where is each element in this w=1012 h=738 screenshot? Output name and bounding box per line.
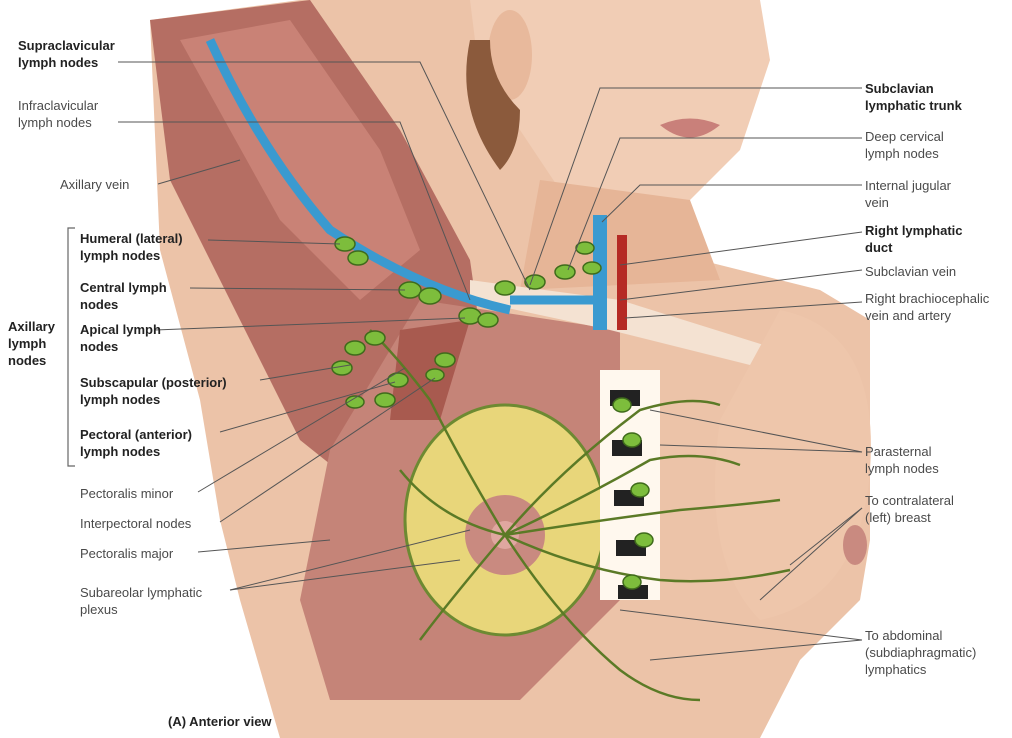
label-pectoral-nodes: Pectoral (anterior)lymph nodes	[80, 426, 192, 460]
label-interpectoral-nodes: Interpectoral nodes	[80, 515, 191, 532]
label-pectoralis-minor: Pectoralis minor	[80, 485, 173, 502]
label-humeral-nodes: Humeral (lateral)lymph nodes	[80, 230, 183, 264]
figure-caption: (A) Anterior view	[168, 714, 272, 729]
nipple-left	[843, 525, 867, 565]
label-subclavian-vein: Subclavian vein	[865, 263, 956, 280]
label-contralateral-breast: To contralateral(left) breast	[865, 492, 954, 526]
label-subscapular-nodes: Subscapular (posterior)lymph nodes	[80, 374, 227, 408]
label-axillary-vein: Axillary vein	[60, 176, 129, 193]
label-abdominal-lymphatics: To abdominal(subdiaphragmatic)lymphatics	[865, 627, 976, 678]
axillary-bracket	[68, 228, 75, 466]
label-pectoralis-major: Pectoralis major	[80, 545, 173, 562]
